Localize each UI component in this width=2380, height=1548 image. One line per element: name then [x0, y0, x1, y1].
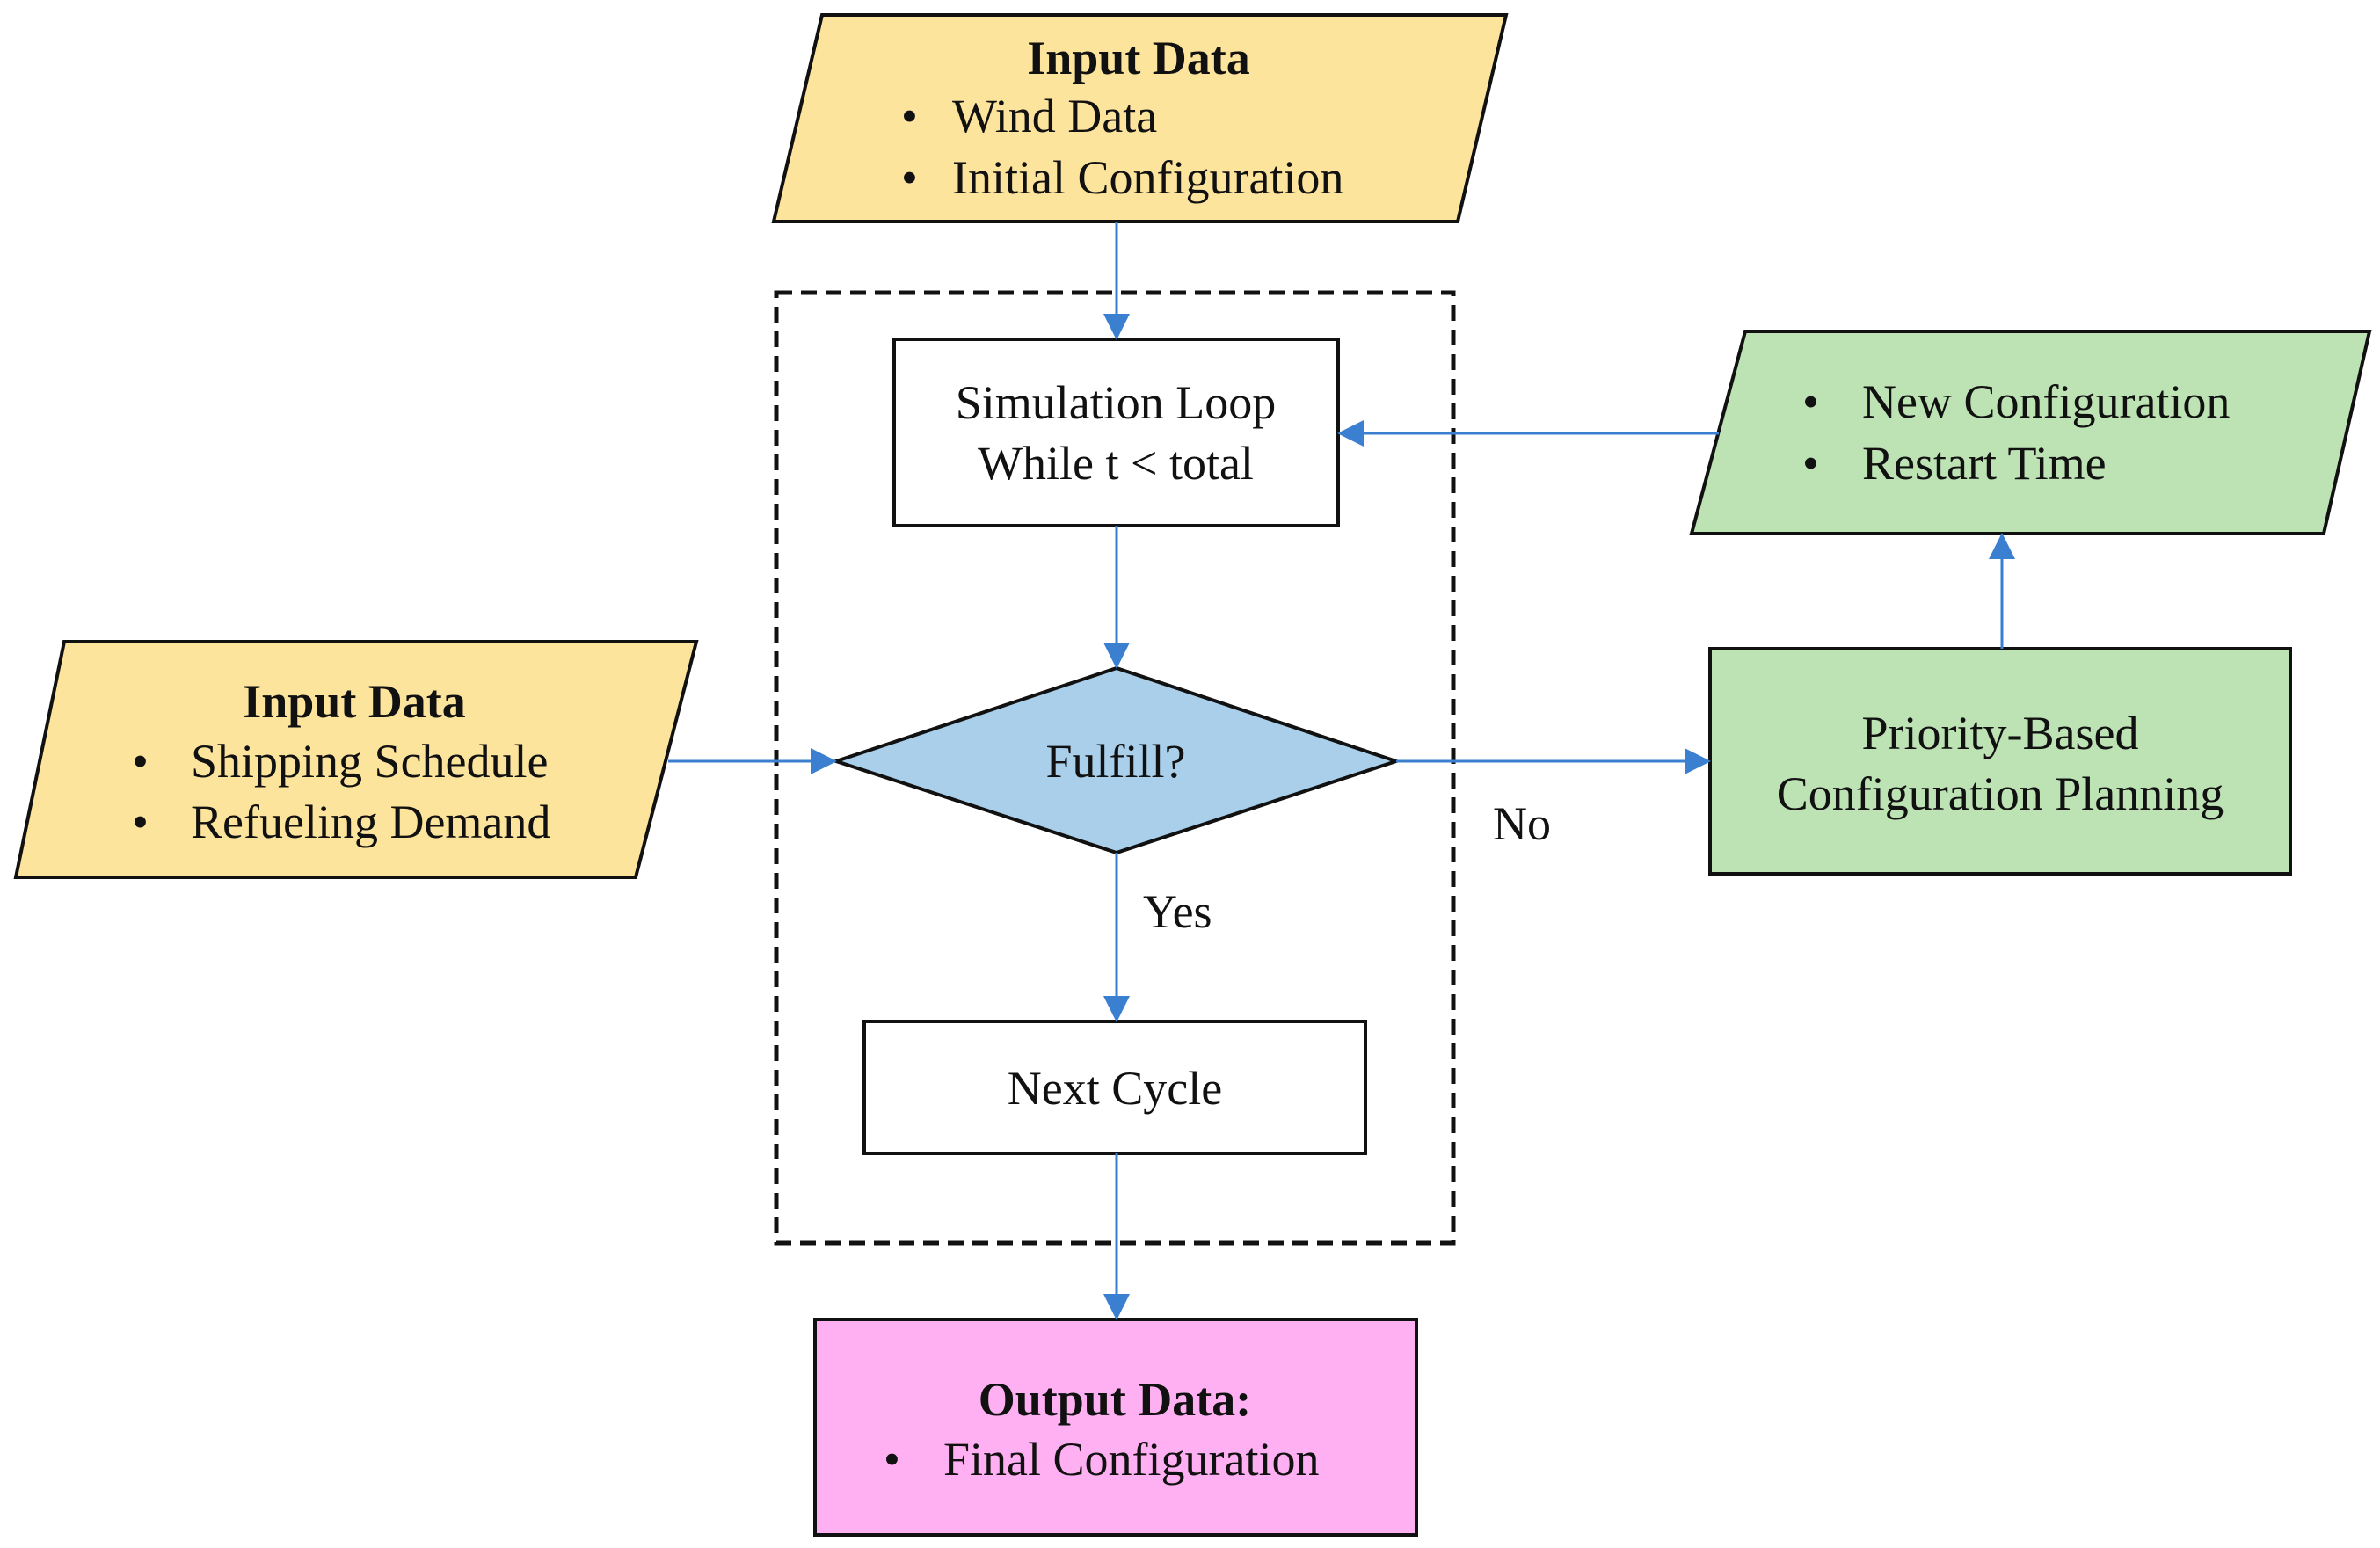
edge-label-yes: Yes [1143, 885, 1212, 938]
planning-label-line2: Configuration Planning [1777, 767, 2224, 820]
output-data-item: Final Configuration [943, 1433, 1319, 1486]
input-data-top-node: Input Data • Wind Data • Initial Configu… [771, 13, 1509, 223]
input-data-left-item: Shipping Schedule [191, 735, 548, 788]
new-configuration-shape [1689, 330, 2372, 535]
input-data-top-item: Initial Configuration [952, 151, 1343, 204]
new-configuration-item: Restart Time [1862, 437, 2107, 490]
output-data-node: Output Data: • Final Configuration [813, 1318, 1418, 1537]
bullet-icon: • [901, 151, 918, 204]
new-configuration-item: New Configuration [1862, 375, 2230, 428]
simulation-loop-node: Simulation Loop While t < total [892, 338, 1340, 527]
output-data-title: Output Data: [979, 1373, 1252, 1426]
input-data-top-title: Input Data [1027, 32, 1250, 84]
decision-node: Fulfill? [830, 665, 1402, 855]
simulation-loop-condition: While t < total [978, 437, 1254, 490]
input-data-left-item: Refueling Demand [191, 796, 550, 848]
new-configuration-node: • New Configuration • Restart Time [1689, 330, 2372, 535]
input-data-top-shape [771, 13, 1509, 223]
bullet-icon: • [901, 90, 918, 142]
bullet-icon: • [132, 735, 149, 788]
planning-label-line1: Priority-Based [1862, 707, 2139, 759]
next-cycle-label: Next Cycle [1008, 1062, 1222, 1115]
edge-label-no: No [1493, 797, 1551, 850]
output-data-shape [813, 1318, 1418, 1537]
planning-node: Priority-Based Configuration Planning [1708, 647, 2292, 876]
input-data-left-shape [13, 640, 699, 879]
planning-shape [1708, 647, 2292, 876]
input-data-left-node: Input Data • Shipping Schedule • Refueli… [13, 640, 699, 879]
simulation-loop-shape [892, 338, 1340, 527]
bullet-icon: • [1802, 375, 1819, 428]
simulation-loop-label: Simulation Loop [956, 376, 1277, 429]
input-data-left-title: Input Data [243, 675, 466, 728]
bullet-icon: • [1802, 437, 1819, 490]
input-data-top-item: Wind Data [952, 90, 1157, 142]
next-cycle-node: Next Cycle [862, 1020, 1367, 1155]
decision-label: Fulfill? [1046, 735, 1186, 788]
bullet-icon: • [132, 796, 149, 848]
bullet-icon: • [884, 1433, 900, 1486]
